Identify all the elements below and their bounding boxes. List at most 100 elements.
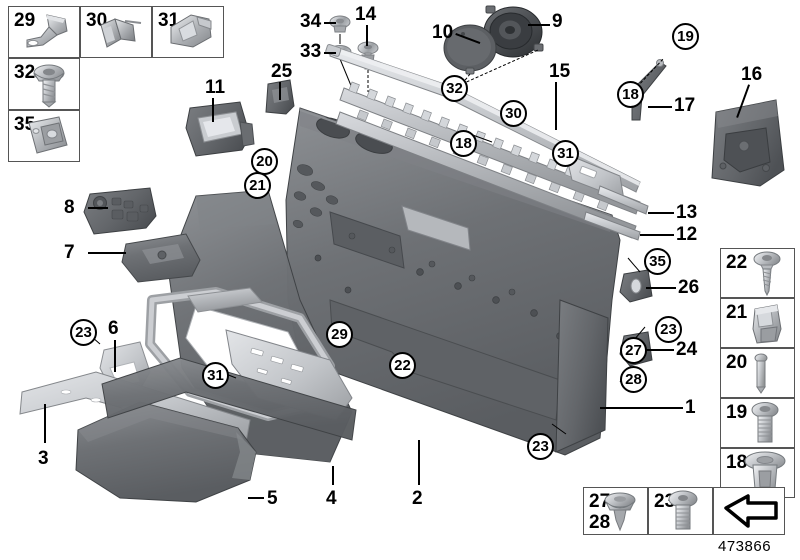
callout-24: 24: [676, 339, 698, 360]
part-7-light-module: [121, 233, 201, 283]
button-head-screw-icon: [649, 488, 712, 534]
part-6-inner-frame: [99, 287, 335, 421]
leader-12: [640, 234, 674, 236]
square-nut-plate-icon: [9, 111, 79, 161]
callout-8: 8: [64, 197, 75, 218]
leader-33: [324, 52, 336, 54]
leader-26: [646, 287, 676, 289]
leader-25: [279, 82, 281, 100]
inset-box-22: 22: [720, 248, 795, 298]
inset-box-number: 20: [726, 352, 748, 373]
circled-callout-c28: 28: [620, 366, 647, 393]
inset-box-number: 21: [726, 302, 748, 323]
part-11-door-handle: [185, 101, 255, 157]
circled-callout-c35: 35: [644, 248, 671, 275]
callout-1: 1: [685, 397, 696, 418]
inset-box-19: 19: [720, 398, 795, 448]
callout-14: 14: [355, 4, 377, 25]
tapping-screw-icon: [721, 249, 794, 297]
pin-screw-icon: [721, 349, 794, 397]
callout-10: 10: [432, 22, 454, 43]
direction-arrow-icon: [714, 488, 784, 534]
expanding-rivet-icon: [721, 299, 794, 347]
circled-callout-c23b: 23: [527, 433, 554, 460]
circled-callout-c27: 27: [620, 337, 647, 364]
leader-16: [736, 84, 750, 118]
circled-callout-c19: 19: [672, 23, 699, 50]
callout-34: 34: [300, 11, 322, 32]
leader-6: [114, 340, 116, 372]
part-34-nut: [329, 15, 351, 33]
clamp-bracket-icon: [9, 7, 79, 57]
part-1-door-trim-outer: [555, 299, 609, 453]
circled-callout-c18t: 18: [450, 130, 477, 157]
callout-25: 25: [271, 61, 293, 82]
callout-33: 33: [300, 41, 322, 62]
diagram-reference-number: 473866: [718, 538, 772, 555]
part-14-screw: [357, 41, 379, 70]
callout-13: 13: [676, 202, 698, 223]
circled-callout-c22: 22: [389, 352, 416, 379]
inset-box-20: 20: [720, 348, 795, 398]
inset-box-21: 21: [720, 298, 795, 348]
leader-14: [366, 25, 368, 46]
callout-16: 16: [741, 64, 763, 85]
part-13-rail-end: [597, 185, 649, 215]
callout-3: 3: [38, 448, 49, 469]
callout-5: 5: [267, 488, 278, 509]
callout-26: 26: [678, 277, 700, 298]
callout-6: 6: [108, 318, 119, 339]
part-5-armrest-upper: [101, 357, 357, 441]
inset-box-32: 32: [8, 58, 80, 110]
inset-box-number: 19: [726, 402, 748, 423]
inset-box-number: 35: [14, 114, 36, 135]
circled-callout-c32: 32: [441, 75, 468, 102]
circled-callout-c21: 21: [244, 172, 271, 199]
part-5-armrest: [75, 401, 257, 503]
part-15-window-seal: [325, 44, 641, 193]
circled-callout-c23l: 23: [70, 319, 97, 346]
callout-4: 4: [326, 488, 337, 509]
part-12-rail-end: [583, 211, 641, 241]
circled-callout-c23r: 23: [655, 316, 682, 343]
callout-7: 7: [64, 242, 75, 263]
circled-callout-c31: 31: [552, 140, 579, 167]
part-8-switch-block: [83, 187, 157, 235]
pan-head-screw-icon: [721, 399, 794, 447]
part-31-rail-lower: [335, 109, 637, 239]
part-26-grommet: [619, 269, 653, 303]
leader-8: [88, 207, 108, 209]
spring-clip-icon: [153, 7, 223, 57]
part-22-screws: [348, 232, 516, 296]
leader-4: [332, 466, 334, 485]
inset-box-direction-arrow: [713, 487, 785, 535]
callout-9: 9: [552, 11, 563, 32]
callout-15: 15: [549, 61, 571, 82]
callout-2: 2: [412, 488, 423, 509]
part-4-door-pocket: [167, 189, 353, 463]
leader-9: [528, 24, 550, 26]
inset-box-number: 22: [726, 252, 748, 273]
grommet-clip-icon: [584, 488, 647, 534]
callout-12: 12: [676, 224, 698, 245]
countersunk-screw-icon: [9, 59, 79, 109]
leader-15: [555, 82, 557, 130]
leader-3: [44, 404, 46, 443]
leader-17: [648, 106, 672, 108]
inset-box-35: 35: [8, 110, 80, 162]
inset-box-number-secondary: 28: [589, 512, 611, 533]
inset-box-31: 31: [152, 6, 224, 58]
inset-box-number: 27: [589, 491, 611, 512]
leader-2: [418, 440, 420, 485]
leader-13: [648, 212, 674, 214]
part-30-toothed-rail: [339, 81, 641, 215]
leader-24: [644, 349, 674, 351]
leader-34: [324, 22, 336, 24]
circled-callout-c18r: 18: [617, 81, 644, 108]
leader-5: [248, 497, 264, 499]
inset-box-number: 29: [14, 10, 36, 31]
inset-box-30: 30: [80, 6, 152, 58]
circled-callout-c29: 29: [326, 321, 353, 348]
